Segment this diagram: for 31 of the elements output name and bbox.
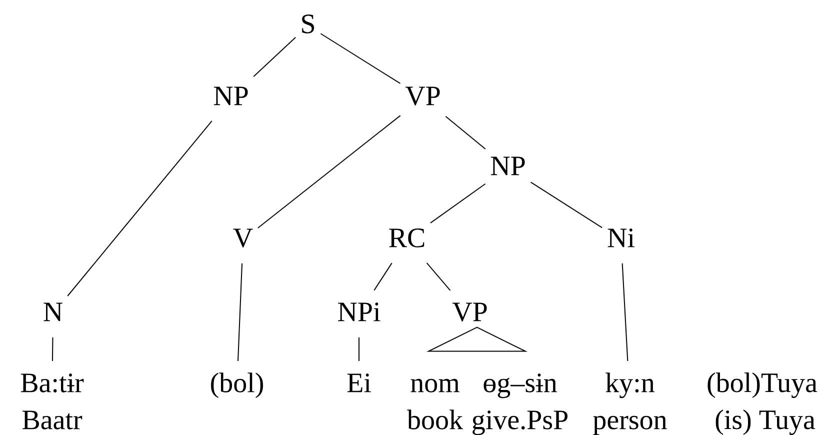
category-label: VP — [452, 302, 487, 322]
tree-branch — [622, 262, 628, 362]
tree-branch — [237, 262, 243, 362]
tree-branch — [358, 336, 360, 362]
tree-branch — [426, 262, 451, 291]
category-label: NP — [214, 86, 248, 106]
category-label: N — [44, 302, 62, 322]
word-gloss: Ba:tɨr Baatr — [20, 374, 84, 430]
tree-branch — [430, 183, 486, 224]
word: (bol) — [211, 372, 263, 398]
word: Ei — [347, 374, 371, 392]
tree-branch — [530, 182, 603, 228]
tree-branch — [67, 120, 212, 296]
category-label: NP — [490, 156, 525, 176]
category-label: NPi — [338, 302, 380, 322]
word: (is) Tuya — [716, 410, 816, 435]
tree-branch — [253, 36, 296, 78]
tree-branch — [320, 33, 401, 84]
tree-branch — [445, 116, 486, 150]
word: (bol)Tuya — [708, 372, 818, 398]
category-label: S — [302, 14, 314, 34]
tree-branch — [374, 262, 392, 291]
tree-branch — [52, 336, 54, 362]
word-gloss: nom book — [407, 378, 463, 430]
category-label: V — [233, 228, 253, 248]
category-label: RC — [389, 228, 424, 248]
category-label: VP — [405, 86, 440, 106]
word-gloss: ky:n person — [593, 372, 667, 435]
category-label: Ni — [608, 228, 634, 248]
tree-branch — [257, 115, 401, 228]
word-gloss: ɵg–sɨn give.PsP — [472, 374, 568, 435]
